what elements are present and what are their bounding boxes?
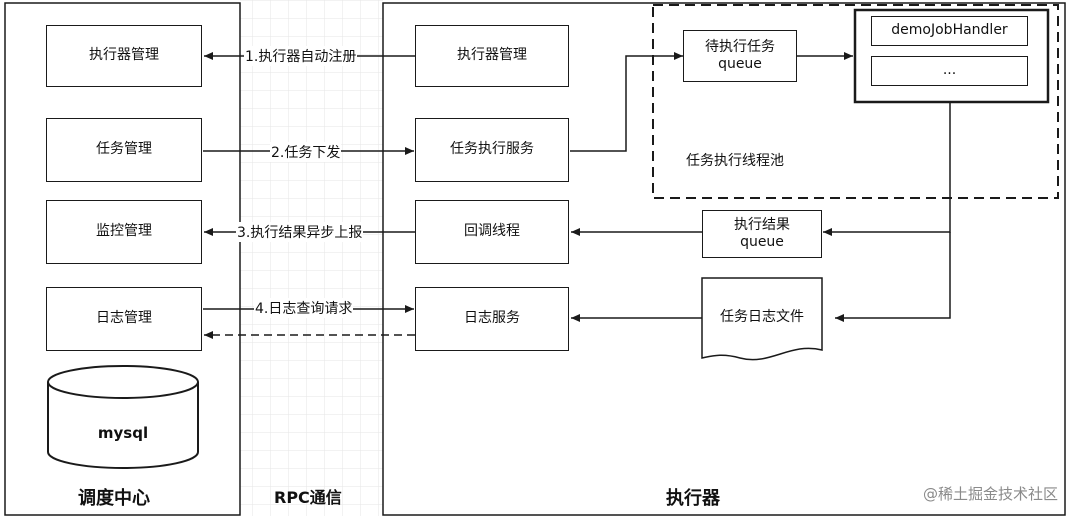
step3-label: 3.执行结果异步上报 — [236, 222, 364, 242]
step2-label: 2.任务下发 — [270, 142, 342, 162]
executor-mgmt-label: 执行器管理 — [457, 47, 527, 64]
result-queue-label: 执行结果 queue — [734, 216, 790, 251]
scheduler-executor-mgmt-box: 执行器管理 — [46, 25, 202, 87]
executor-container — [382, 2, 1066, 516]
result-queue-box: 执行结果 queue — [702, 210, 822, 258]
monitor-mgmt-label: 监控管理 — [96, 223, 152, 240]
log-service-label: 日志服务 — [464, 310, 520, 327]
pending-queue-box: 待执行任务 queue — [683, 30, 797, 82]
task-mgmt-label: 任务管理 — [96, 141, 152, 158]
log-service-box: 日志服务 — [415, 287, 569, 351]
task-log-file-shape — [701, 277, 823, 361]
handler-more-box: ... — [871, 56, 1028, 86]
handler-more-label: ... — [942, 62, 957, 79]
callback-thread-box: 回调线程 — [415, 200, 569, 264]
executor-mgmt-box: 执行器管理 — [415, 25, 569, 87]
thread-pool-boundary — [652, 4, 1059, 199]
step4-label: 4.日志查询请求 — [254, 298, 354, 318]
arrow-to-result-queue — [823, 102, 951, 236]
callback-thread-label: 回调线程 — [464, 223, 520, 240]
log-mgmt-box: 日志管理 — [46, 287, 202, 351]
arrow-to-log-file — [835, 232, 951, 322]
task-mgmt-box: 任务管理 — [46, 118, 202, 182]
executor-title: 执行器 — [666, 488, 720, 509]
task-exec-service-box: 任务执行服务 — [415, 118, 569, 182]
pending-queue-label: 待执行任务 queue — [705, 38, 775, 73]
task-log-file-label: 任务日志文件 — [720, 309, 804, 325]
thread-pool-label: 任务执行线程池 — [686, 153, 784, 169]
mysql-cylinder-top — [47, 365, 199, 399]
arrow-enqueue — [570, 52, 683, 152]
step1-label: 1.执行器自动注册 — [244, 46, 358, 66]
rpc-title: RPC通信 — [274, 488, 342, 507]
demo-job-handler-box: demoJobHandler — [871, 16, 1028, 46]
watermark: @稀土掘金技术社区 — [922, 485, 1058, 503]
scheduler-executor-mgmt-label: 执行器管理 — [89, 47, 159, 64]
scheduler-title: 调度中心 — [78, 488, 150, 509]
demo-job-handler-label: demoJobHandler — [891, 22, 1008, 39]
log-mgmt-label: 日志管理 — [96, 310, 152, 327]
monitor-mgmt-box: 监控管理 — [46, 200, 202, 264]
scheduler-container — [4, 2, 241, 516]
mysql-label: mysql — [97, 424, 149, 442]
grid-background — [240, 0, 383, 516]
task-exec-service-label: 任务执行服务 — [450, 141, 534, 158]
mysql-cylinder-body — [47, 382, 199, 469]
